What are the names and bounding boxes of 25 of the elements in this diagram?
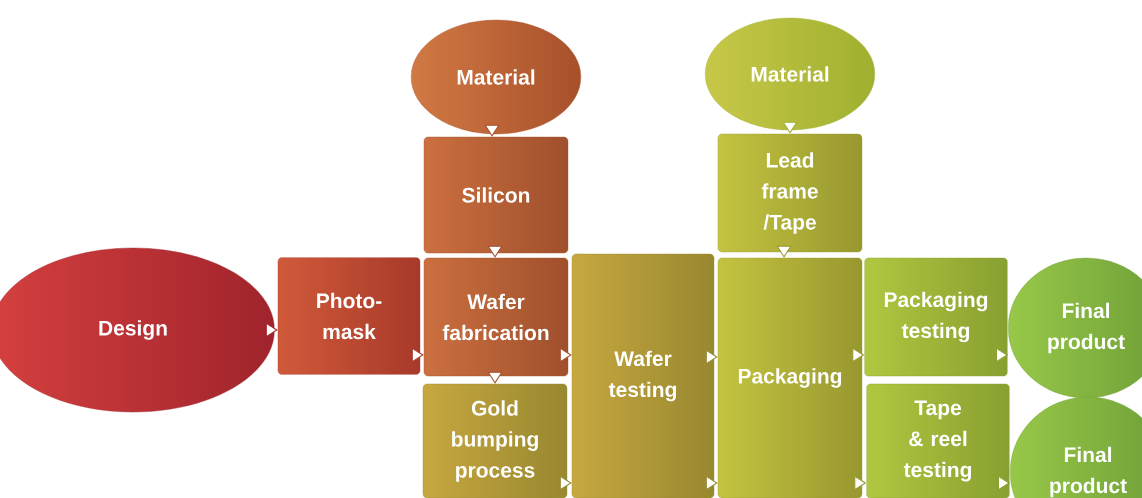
arrow	[705, 475, 718, 491]
arrow	[487, 371, 503, 384]
process-box: Photo-mask	[277, 257, 421, 375]
oval: Material	[704, 17, 876, 131]
process-box: Wafer fabrication	[423, 257, 569, 377]
arrow	[852, 347, 864, 363]
arrow	[997, 475, 1011, 491]
process-box: Packaging testing	[864, 257, 1008, 377]
arrow	[705, 349, 718, 365]
arrow	[487, 245, 503, 258]
arrow	[559, 475, 572, 491]
arrow	[995, 347, 1009, 363]
arrow	[265, 322, 278, 338]
arrow	[411, 347, 424, 363]
arrow	[854, 475, 866, 491]
process-box: Tape & reel testing	[866, 383, 1010, 498]
arrow	[559, 347, 572, 363]
arrow	[776, 245, 792, 258]
oval: Material	[410, 19, 582, 135]
arrow	[782, 121, 798, 134]
process-box: Gold bumping process	[422, 383, 568, 498]
process-box: Wafer testing	[571, 253, 715, 498]
arrow	[484, 124, 500, 137]
process-box: Lead frame /Tape	[717, 133, 863, 253]
process-box: Silicon	[423, 136, 569, 254]
